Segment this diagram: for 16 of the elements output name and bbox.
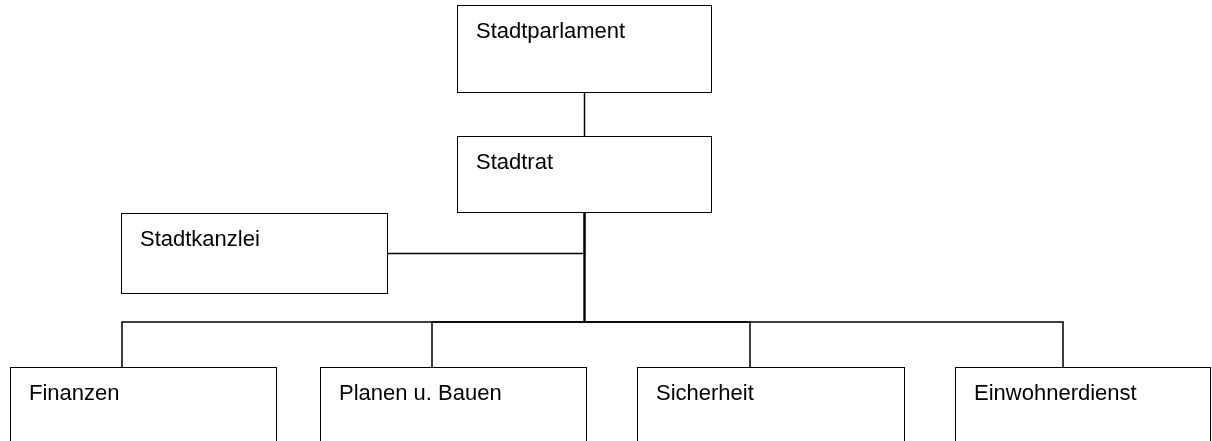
unit-name: Einwohnerdienst (974, 380, 1137, 406)
org-box (457, 5, 712, 93)
unit-name: Finanzen (29, 380, 120, 406)
unit-name: Sicherheit (656, 380, 754, 406)
org-box (637, 367, 905, 441)
org-box (121, 213, 388, 294)
unit-name: Planen u. Bauen (339, 380, 502, 406)
org-box (955, 367, 1211, 441)
org-box (320, 367, 587, 441)
unit-name: Stadtparlament (476, 18, 626, 44)
unit-name: Stadtkanzlei (140, 226, 260, 252)
org-box (10, 367, 277, 441)
org-box (457, 136, 712, 213)
connector-line (583, 212, 1064, 368)
unit-name: Stadtrat (476, 149, 554, 175)
connector-line (583, 92, 586, 137)
